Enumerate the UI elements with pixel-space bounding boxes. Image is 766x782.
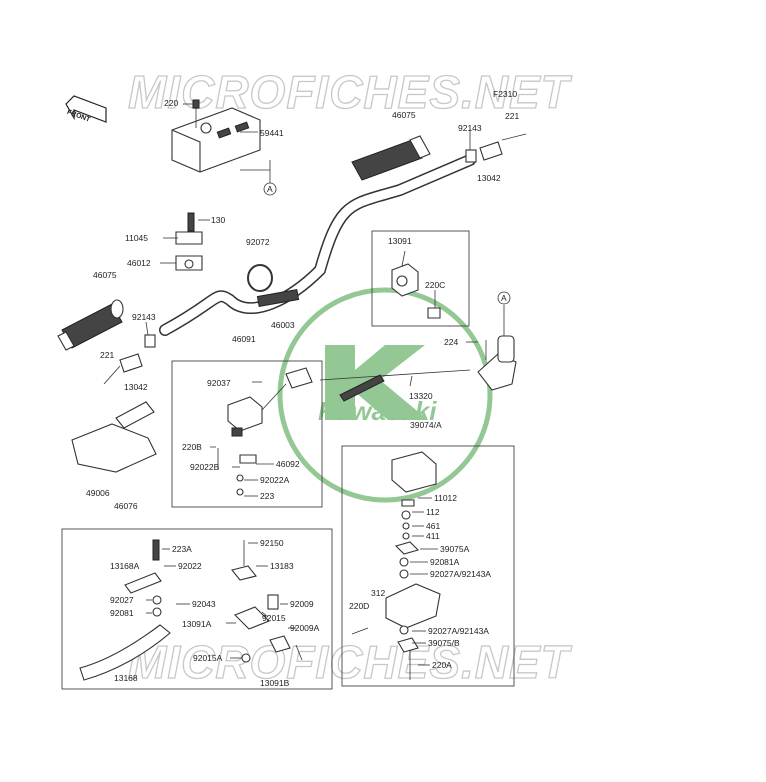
kawasaki-logo: Kawasaki (277, 287, 493, 503)
label-13320: 13320 (409, 391, 433, 401)
ref-a-top: A (267, 184, 273, 194)
label-46012: 46012 (127, 258, 151, 268)
handlebar-cover-part (171, 99, 261, 173)
label-11012: 11012 (434, 493, 457, 503)
label-13168a: 13168A (110, 561, 140, 571)
ref-a-right: A (501, 293, 507, 303)
label-92037: 92037 (207, 378, 231, 388)
label-92015: 92015 (262, 613, 286, 623)
label-92150: 92150 (260, 538, 284, 548)
label-220: 220 (164, 98, 178, 108)
label-223: 223 (260, 491, 274, 501)
watermark-bottom: MICROFICHES.NET (128, 636, 573, 688)
label-92027a-92143a-1: 92027A/92143A (430, 569, 491, 579)
label-130: 130 (211, 215, 225, 225)
label-13183: 13183 (270, 561, 294, 571)
label-92027a-92143a-2: 92027A/92143A (428, 626, 489, 636)
label-46075-top: 46075 (392, 110, 416, 120)
figure-code: F2310 (493, 89, 517, 99)
right-bar-end-part (465, 133, 527, 163)
label-221-top: 221 (505, 111, 519, 121)
label-112: 112 (426, 507, 440, 517)
label-13091: 13091 (388, 236, 412, 246)
label-92015a: 92015A (193, 653, 223, 663)
label-220a: 220A (432, 660, 452, 670)
left-bar-end-part (103, 334, 156, 385)
throttle-cable-part (319, 369, 471, 402)
handlebar-clamp-part (175, 212, 203, 271)
label-92143-left: 92143 (132, 312, 156, 322)
label-92081: 92081 (110, 608, 134, 618)
label-46075-left: 46075 (93, 270, 117, 280)
label-220b: 220B (182, 442, 202, 452)
box-39074 (341, 445, 515, 687)
cable-clamp-part (247, 264, 273, 292)
label-92027: 92027 (110, 595, 134, 605)
label-46092: 46092 (276, 459, 300, 469)
ref-a-marker-right (497, 291, 511, 305)
label-223a: 223A (172, 544, 192, 554)
label-92081a: 92081A (430, 557, 460, 567)
label-13168: 13168 (114, 673, 138, 683)
label-49006: 49006 (86, 488, 110, 498)
front-arrow-icon: FRONT (65, 95, 107, 124)
watermark-top: MICROFICHES.NET (128, 66, 573, 118)
label-39074-a: 39074/A (410, 420, 442, 430)
label-13091b: 13091B (260, 678, 290, 688)
label-11045: 11045 (125, 233, 148, 243)
box-46076 (61, 528, 333, 690)
throttle-housing-part (477, 335, 517, 391)
label-220c: 220C (425, 280, 445, 290)
left-grip-part (57, 299, 124, 351)
label-92022a: 92022A (260, 475, 290, 485)
label-13042-top: 13042 (477, 173, 501, 183)
ref-a-marker-top (263, 182, 277, 196)
label-92009: 92009 (290, 599, 314, 609)
label-220d: 220D (349, 601, 369, 611)
hand-guard-part (71, 401, 157, 473)
label-92072: 92072 (246, 237, 270, 247)
label-461: 461 (426, 521, 440, 531)
label-411: 411 (426, 531, 440, 541)
brake-lever-part (351, 451, 441, 680)
box-13091 (371, 230, 470, 327)
right-grip-part (351, 135, 431, 181)
clutch-lever-part (79, 539, 303, 681)
label-13042-left: 13042 (124, 382, 148, 392)
label-39075b: 39075/B (428, 638, 460, 648)
handlebar-part (159, 154, 476, 336)
label-92022b: 92022B (190, 462, 220, 472)
label-312: 312 (371, 588, 385, 598)
label-39075a: 39075A (440, 544, 470, 554)
leader-lines (145, 103, 478, 666)
label-46091: 46091 (232, 334, 256, 344)
label-46003: 46003 (271, 320, 295, 330)
brand-name: Kawasaki (318, 396, 437, 426)
switch-housing-part (391, 263, 441, 319)
box-46091 (171, 360, 323, 508)
label-92022: 92022 (178, 561, 202, 571)
label-46076: 46076 (114, 501, 138, 511)
label-59441: 59441 (260, 128, 284, 138)
label-92009a: 92009A (290, 623, 320, 633)
left-switch-part (217, 367, 313, 496)
label-13091a: 13091A (182, 619, 212, 629)
label-92143-top: 92143 (458, 123, 482, 133)
label-221-left: 221 (100, 350, 114, 360)
label-92043: 92043 (192, 599, 216, 609)
label-224: 224 (444, 337, 458, 347)
